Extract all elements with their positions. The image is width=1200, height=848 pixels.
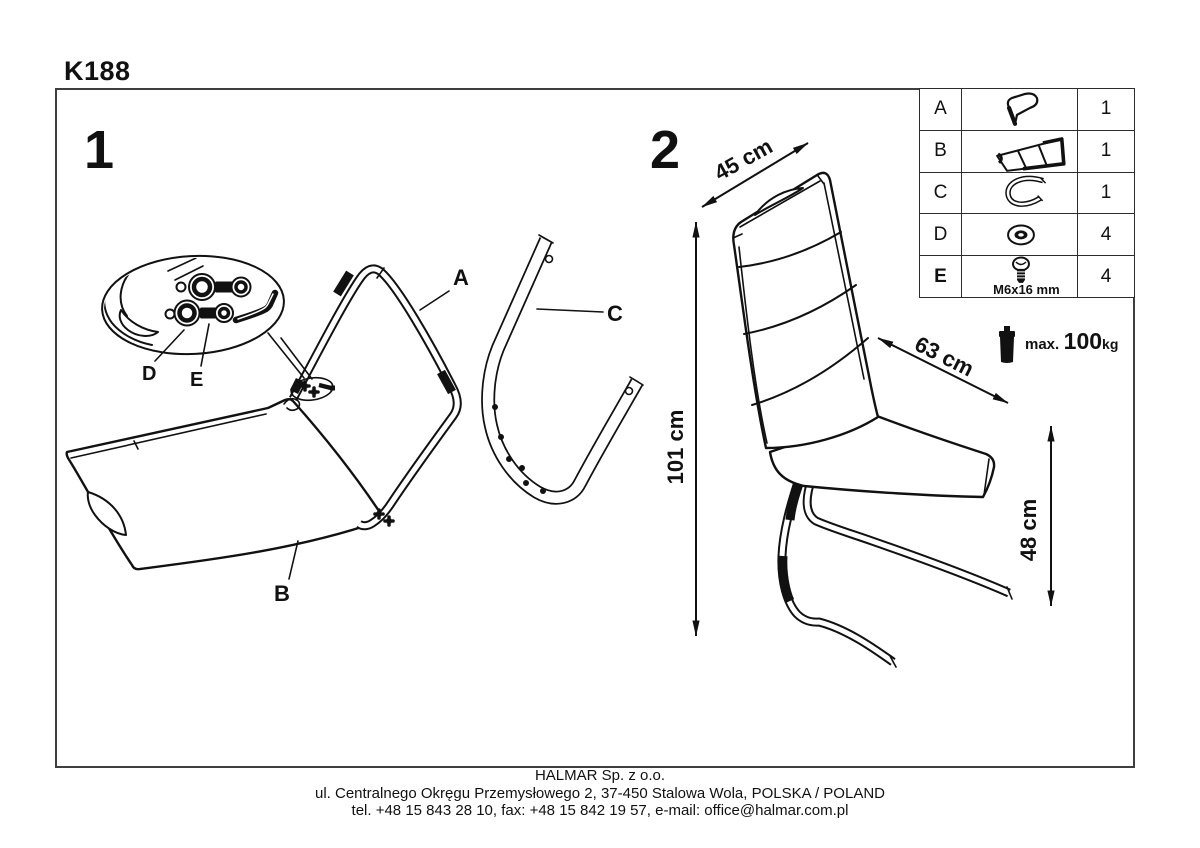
- weight-limit-text: max. 100kg: [1025, 328, 1118, 355]
- parts-table-row-c: C 1: [920, 171, 1134, 214]
- chair-backrest: [732, 171, 880, 450]
- parts-table-row-a: A 1: [920, 89, 1134, 130]
- part-e-icon: M6x16 mm: [962, 256, 1078, 297]
- footer-address: ul. Centralnego Okręgu Przemysłowego 2, …: [314, 784, 885, 802]
- part-e-letter: E: [920, 256, 962, 297]
- figure-1-number: 1: [84, 120, 114, 180]
- weight-limit: max. 100kg: [996, 326, 1118, 364]
- part-label-d: D: [142, 363, 156, 385]
- part-b-seat-drawing: [65, 398, 384, 571]
- part-a-letter: A: [920, 89, 962, 130]
- part-b-letter: B: [920, 130, 962, 172]
- figure-2-number: 2: [650, 120, 680, 180]
- part-b-qty: 1: [1100, 140, 1112, 162]
- backrest-seam-2: [743, 284, 857, 335]
- part-label-b: B: [274, 581, 290, 606]
- model-title: K188: [64, 56, 131, 86]
- weight-value: 100: [1063, 328, 1103, 354]
- part-d-icon: [962, 214, 1078, 256]
- weight-unit: kg: [1102, 336, 1119, 352]
- seat-corner-screws: [373, 508, 395, 527]
- parts-table-row-d: D 4: [920, 213, 1134, 256]
- allen-key-icon: [232, 289, 279, 324]
- parts-table-row-b: B 1: [920, 129, 1134, 172]
- part-d-letter: D: [920, 214, 962, 256]
- part-c-qty: 1: [1100, 181, 1112, 203]
- part-label-a: A: [453, 265, 469, 290]
- part-label-c: C: [607, 301, 623, 326]
- weight-icon: [999, 326, 1015, 363]
- dim-back-width: 45 cm: [710, 133, 777, 185]
- parts-table-row-e: E M6x16 mm 4: [920, 255, 1134, 297]
- dim-seat-height: 48 cm: [1016, 499, 1041, 561]
- footer-company: HALMAR Sp. z o.o.: [534, 767, 666, 784]
- chair-base-frame: [777, 474, 1013, 668]
- weight-max-label: max.: [1025, 336, 1060, 353]
- part-a-qty: 1: [1100, 98, 1112, 120]
- backrest-seam-3: [751, 337, 869, 406]
- washer-screw-group-2: [173, 299, 234, 327]
- backrest-seam-1: [738, 231, 842, 268]
- part-c-letter: C: [920, 172, 962, 214]
- joint-detail: [267, 332, 335, 412]
- part-label-e: E: [190, 369, 203, 391]
- washer-screw-group-1: [188, 273, 252, 301]
- hardware-detail-callout: [101, 254, 285, 356]
- part-a-icon: [962, 89, 1078, 130]
- parts-table: A 1 B 1 C: [919, 88, 1135, 298]
- footer-contact: tel. +48 15 843 28 10, fax: +48 15 842 1…: [351, 802, 849, 819]
- footer: HALMAR Sp. z o.o. ul. Centralnego Okręgu…: [0, 767, 1200, 820]
- dimension-arrows: [692, 142, 1055, 637]
- dim-depth: 63 cm: [911, 331, 978, 381]
- dim-total-height: 101 cm: [663, 410, 688, 485]
- part-c-bracket-drawing: [481, 234, 644, 505]
- exploded-view: 1: [65, 120, 644, 606]
- screw-size-note: M6x16 mm: [993, 281, 1060, 297]
- part-b-icon: [962, 130, 1078, 172]
- part-e-qty: 4: [1100, 265, 1112, 287]
- part-c-icon: [962, 172, 1078, 214]
- part-d-qty: 4: [1100, 223, 1112, 245]
- seat-handle-cutout: [86, 491, 127, 536]
